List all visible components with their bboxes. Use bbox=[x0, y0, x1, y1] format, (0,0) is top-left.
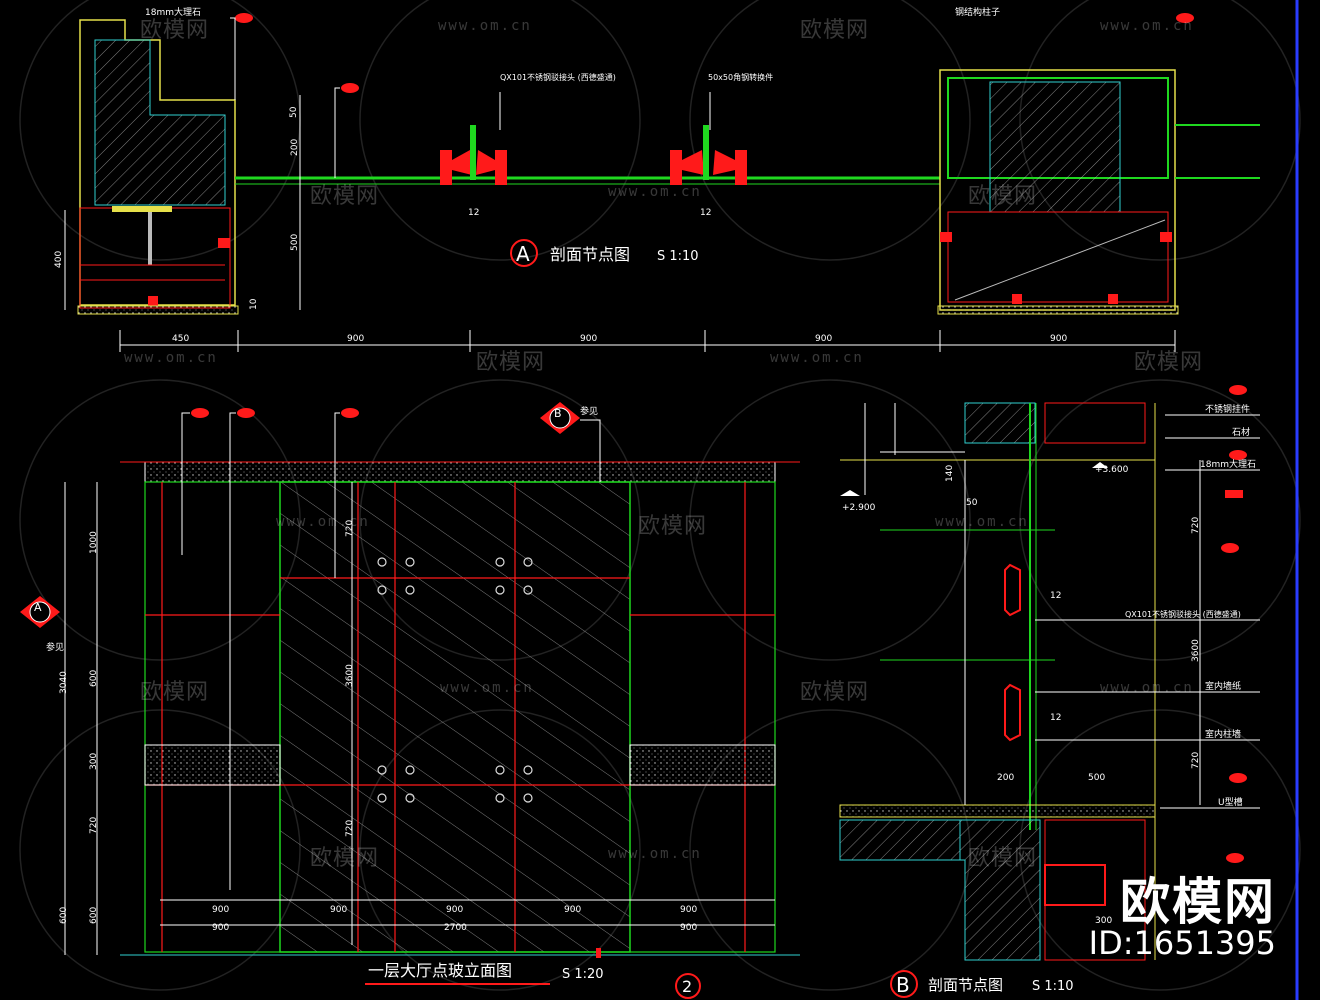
elev-dim-600-b: 600 bbox=[89, 907, 99, 924]
section-b-marker-circle bbox=[890, 970, 918, 998]
section-a-scale: S 1:10 bbox=[657, 249, 699, 264]
corner-brand-logo: 欧模网 bbox=[1120, 873, 1276, 931]
elev-dim-600-outer: 600 bbox=[59, 907, 69, 924]
elevation-title: 一层大厅点玻立面图 bbox=[368, 961, 512, 980]
section-a-dim-10: 10 bbox=[249, 298, 259, 310]
section-b-label-wall: 室内柱墙 bbox=[1205, 728, 1241, 740]
section-b-dim-300: 300 bbox=[1095, 916, 1112, 926]
section-a-title-block: A 剖面节点图 S 1:10 bbox=[510, 239, 699, 267]
elev-dim-900-c: 900 bbox=[446, 905, 463, 915]
cut-marker-b-letter: B bbox=[554, 407, 562, 420]
elevation-marker: 2 bbox=[682, 977, 692, 996]
section-b-dim-200: 200 bbox=[997, 773, 1014, 783]
section-b-label-connector: QX101不锈钢驳接头 (西德盛通) bbox=[1125, 609, 1241, 619]
elevation-scale: S 1:20 bbox=[562, 967, 604, 982]
section-a-dim-12b: 12 bbox=[700, 208, 711, 218]
section-b-dim-50: 50 bbox=[966, 498, 978, 508]
elev-dim-900-e: 900 bbox=[680, 905, 697, 915]
elev-dim-900-g: 900 bbox=[680, 923, 697, 933]
section-a-dim-900-4: 900 bbox=[1050, 334, 1067, 344]
section-b-drawing bbox=[839, 385, 1260, 961]
section-b-dim-140: 140 bbox=[945, 465, 955, 482]
section-b-title: 剖面节点图 bbox=[928, 976, 1003, 994]
corner-brand-id: ID:1651395 bbox=[1088, 924, 1276, 962]
section-b-label-marble: 18mm大理石 bbox=[1200, 458, 1256, 470]
section-a-dim-400: 400 bbox=[54, 251, 64, 268]
section-b-dim-500: 500 bbox=[1088, 773, 1105, 783]
elev-dim-600-inner: 600 bbox=[89, 670, 99, 687]
elev-dim-3040: 3040 bbox=[59, 671, 69, 694]
elev-dim-900-a: 900 bbox=[212, 905, 229, 915]
elevation-texts: 900 900 900 900 900 900 2700 900 600 304… bbox=[59, 520, 697, 933]
elev-dim-900-f: 900 bbox=[212, 923, 229, 933]
elev-dim-720: 720 bbox=[89, 817, 99, 834]
section-b-dim-12b: 12 bbox=[1050, 713, 1061, 723]
section-a-dim-900-2: 900 bbox=[580, 334, 597, 344]
section-b-title-block: B 剖面节点图 S 1:10 bbox=[890, 970, 1074, 998]
section-a-dim-900-3: 900 bbox=[815, 334, 832, 344]
section-a-drawing bbox=[64, 13, 1260, 352]
section-b-marker: B bbox=[896, 973, 910, 997]
elev-glass-720-top: 720 bbox=[345, 520, 355, 537]
cut-marker-b-ref: 参见 bbox=[580, 405, 598, 417]
section-b-texts: 不锈钢挂件 石材 18mm大理石 QX101不锈钢驳接头 (西德盛通) 室内墙纸… bbox=[842, 403, 1256, 926]
section-a-dim-200: 200 bbox=[290, 139, 300, 156]
elevation-title-block: 一层大厅点玻立面图 S 1:20 2 bbox=[368, 961, 701, 999]
elev-glass-720-bot: 720 bbox=[345, 820, 355, 837]
section-a-label-column: 钢结构柱子 bbox=[955, 6, 1000, 18]
cut-marker-a: A 参见 bbox=[20, 596, 64, 653]
section-b-scale: S 1:10 bbox=[1032, 979, 1074, 994]
section-b-dim-12a: 12 bbox=[1050, 591, 1061, 601]
section-a-dim-900-1: 900 bbox=[347, 334, 364, 344]
section-b-level-2: +2.900 bbox=[842, 503, 876, 513]
elevation-drawing bbox=[64, 408, 800, 985]
section-b-label-channel: U型槽 bbox=[1218, 796, 1243, 808]
section-b-label-hanger: 不锈钢挂件 bbox=[1205, 403, 1250, 415]
section-b-dim-3600: 3600 bbox=[1191, 639, 1201, 662]
section-b-dim-720-bot: 720 bbox=[1191, 752, 1201, 769]
elev-dim-900-d: 900 bbox=[564, 905, 581, 915]
section-a-texts: 18mm大理石 QX101不锈钢驳接头 (西德盛通) 50x50角钢转换件 钢结… bbox=[54, 6, 1067, 344]
section-b-level-1: +3.600 bbox=[1095, 465, 1129, 475]
elev-glass-3600: 3600 bbox=[345, 664, 355, 687]
section-a-dim-450: 450 bbox=[172, 334, 189, 344]
section-a-title: 剖面节点图 bbox=[550, 245, 630, 264]
section-a-marker-circle bbox=[510, 239, 538, 267]
section-b-label-wallpaper: 室内墙纸 bbox=[1205, 680, 1241, 692]
cut-marker-a-ref: 参见 bbox=[46, 641, 64, 653]
elev-dim-1000: 1000 bbox=[89, 531, 99, 554]
section-a-dim-12a: 12 bbox=[468, 208, 479, 218]
section-b-dim-720-top: 720 bbox=[1191, 517, 1201, 534]
section-a-dim-50: 50 bbox=[289, 106, 299, 118]
section-a-marker: A bbox=[516, 242, 530, 266]
section-a-dim-500: 500 bbox=[290, 234, 300, 251]
elev-dim-2700: 2700 bbox=[444, 923, 467, 933]
section-b-label-stone: 石材 bbox=[1232, 426, 1250, 438]
section-a-label-connector: QX101不锈钢驳接头 (西德盛通) bbox=[500, 72, 616, 82]
elev-dim-300: 300 bbox=[89, 753, 99, 770]
section-a-label-marble: 18mm大理石 bbox=[145, 6, 201, 18]
elev-dim-900-b: 900 bbox=[330, 905, 347, 915]
cut-marker-b: B 参见 bbox=[540, 402, 598, 434]
cut-marker-a-letter: A bbox=[34, 601, 42, 614]
elevation-marker-circle bbox=[675, 973, 701, 999]
section-a-label-angle: 50x50角钢转换件 bbox=[708, 72, 773, 82]
